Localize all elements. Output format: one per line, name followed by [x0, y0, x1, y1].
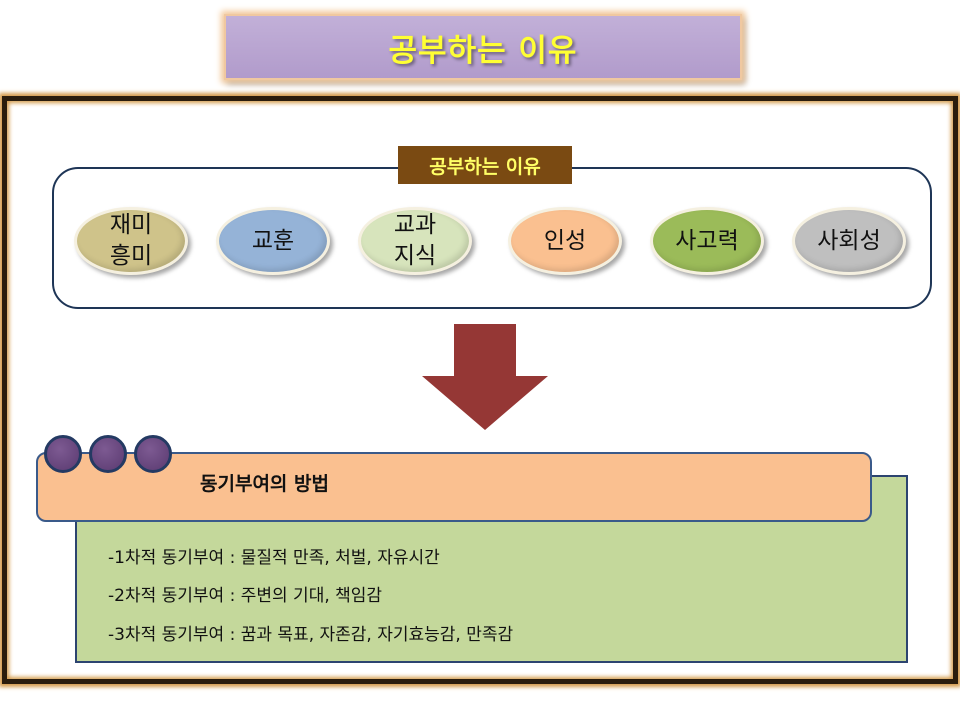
reason-label: 인성: [543, 227, 587, 254]
reason-label: 교훈: [251, 227, 295, 254]
methods-header: 동기부여의 방법: [36, 452, 872, 522]
methods-title: 동기부여의 방법: [200, 473, 329, 495]
page-title: 공부하는 이유: [388, 32, 578, 69]
bullet-circle-icon: [134, 435, 172, 473]
bullet-circle-icon: [44, 435, 82, 473]
reason-label: 사회성: [817, 227, 881, 254]
reasons-label-tab: 공부하는 이유: [398, 146, 572, 184]
reason-oval-thinking: 사고력: [650, 207, 764, 275]
reason-oval-character: 인성: [508, 207, 622, 275]
method-item-3: -3차적 동기부여 : 꿈과 목표, 자존감, 자기효능감, 만족감: [108, 625, 514, 645]
title-banner: 공부하는 이유: [224, 14, 742, 80]
reason-label: 사고력: [675, 227, 739, 254]
reason-oval-social: 사회성: [792, 207, 906, 275]
reason-oval-knowledge: 교과 지식: [358, 207, 472, 275]
method-item-1: -1차적 동기부여 : 물질적 만족, 처벌, 자유시간: [108, 548, 440, 568]
reason-oval-fun: 재미 흥미: [74, 207, 188, 275]
method-item-2: -2차적 동기부여 : 주변의 기대, 책임감: [108, 586, 383, 606]
bullet-circle-icon: [89, 435, 127, 473]
reason-label: 재미 흥미: [109, 212, 153, 269]
reason-oval-lesson: 교훈: [216, 207, 330, 275]
reasons-container: [52, 167, 932, 309]
down-arrow-icon: [422, 324, 548, 430]
reasons-label: 공부하는 이유: [429, 155, 541, 178]
reason-label: 교과 지식: [393, 212, 437, 269]
